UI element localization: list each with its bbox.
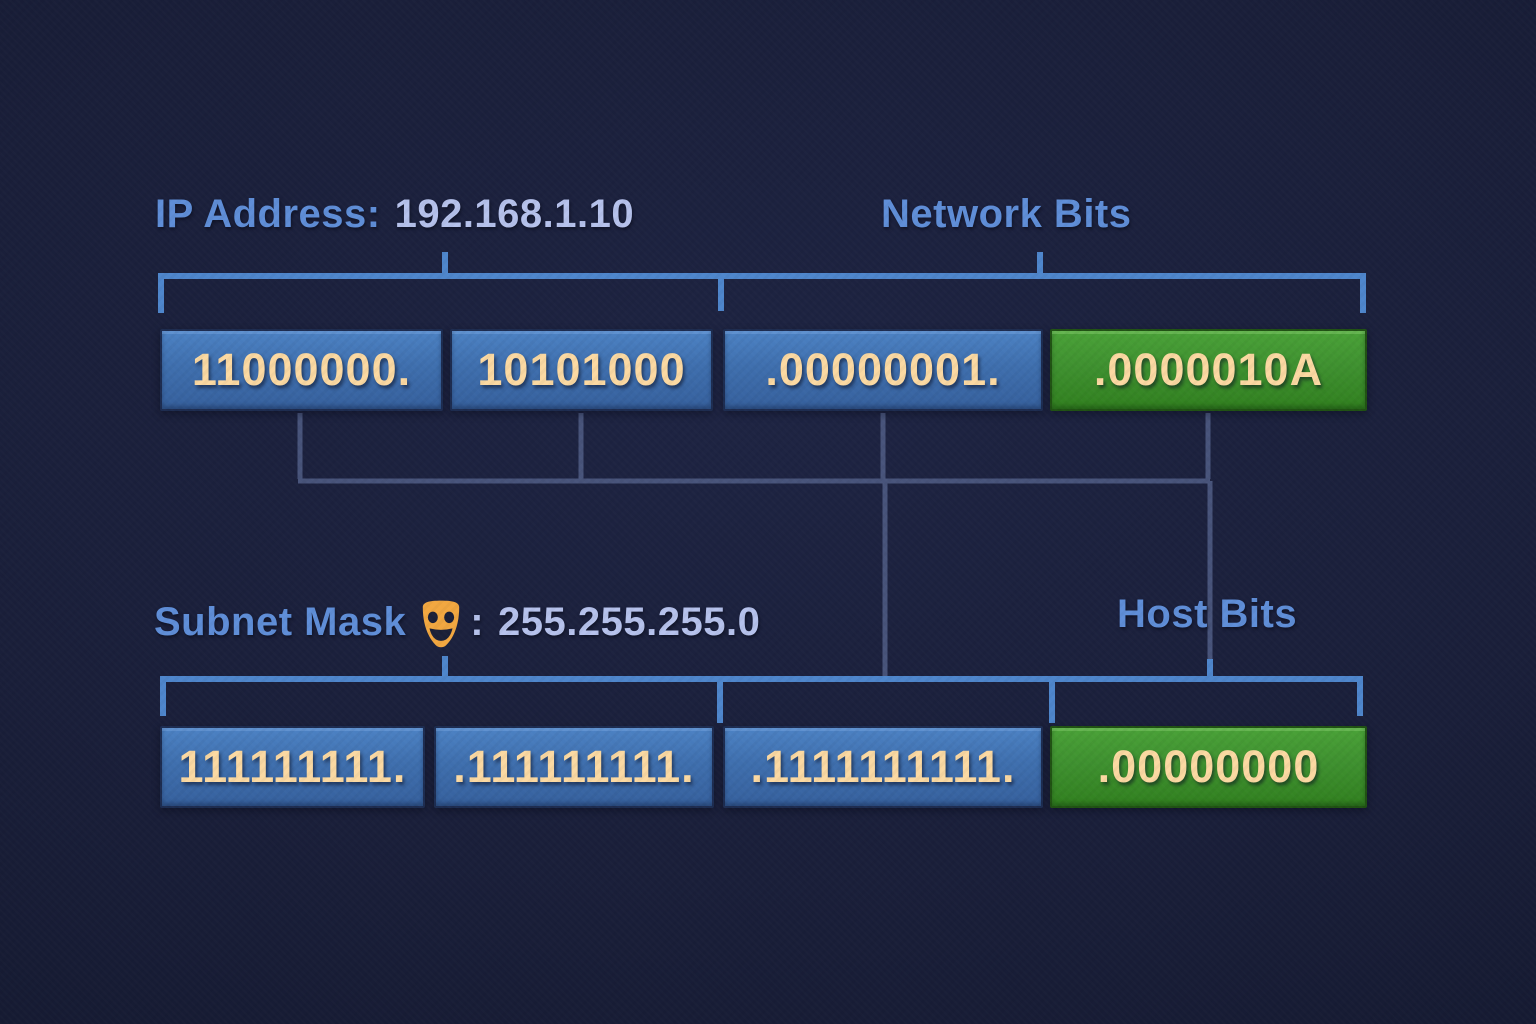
ip-octet-box-4-host: .0000010A bbox=[1050, 329, 1367, 411]
network-bits-heading: Network Bits bbox=[881, 192, 1132, 237]
mask-octet-box-3: .1111111111. bbox=[723, 726, 1043, 808]
octet-bits: .00000000 bbox=[1097, 741, 1320, 792]
subnet-mask-value: 255.255.255.0 bbox=[498, 600, 761, 644]
mask-octet-box-4-host: .00000000 bbox=[1050, 726, 1367, 808]
mask-octet-box-2: .111111111. bbox=[434, 726, 714, 808]
subnet-separator: : bbox=[470, 600, 485, 644]
network-bits-label: Network Bits bbox=[881, 192, 1132, 236]
ip-address-label: IP Address: bbox=[155, 192, 381, 236]
octet-bits: .00000001. bbox=[765, 344, 1001, 395]
ip-address-heading: IP Address: 192.168.1.10 bbox=[155, 192, 634, 237]
ip-octet-box-1: 11000000. bbox=[160, 329, 443, 411]
subnet-mask-heading: Subnet Mask : 255.255.255.0 bbox=[154, 592, 760, 653]
ip-octet-box-3: .00000001. bbox=[723, 329, 1043, 411]
host-bits-label: Host Bits bbox=[1117, 592, 1298, 636]
octet-bits: 11000000. bbox=[191, 344, 412, 395]
mask-octet-box-1: 111111111. bbox=[160, 726, 425, 808]
mask-emoji bbox=[418, 598, 464, 653]
octet-bits: .0000010A bbox=[1093, 344, 1324, 395]
octet-bits: 10101000 bbox=[477, 344, 686, 395]
row1-bracket bbox=[158, 273, 1366, 313]
mask-emoji-svg bbox=[423, 600, 460, 648]
ip-octet-box-2: 10101000 bbox=[450, 329, 713, 411]
octet-bits: .1111111111. bbox=[750, 741, 1016, 792]
ip-address-value: 192.168.1.10 bbox=[394, 192, 635, 236]
octet-bits: .111111111. bbox=[453, 741, 695, 792]
subnet-mask-label: Subnet Mask bbox=[154, 600, 407, 644]
row2-bracket bbox=[160, 676, 1363, 716]
host-bits-heading: Host Bits bbox=[1117, 592, 1297, 637]
octet-bits: 111111111. bbox=[178, 741, 407, 792]
